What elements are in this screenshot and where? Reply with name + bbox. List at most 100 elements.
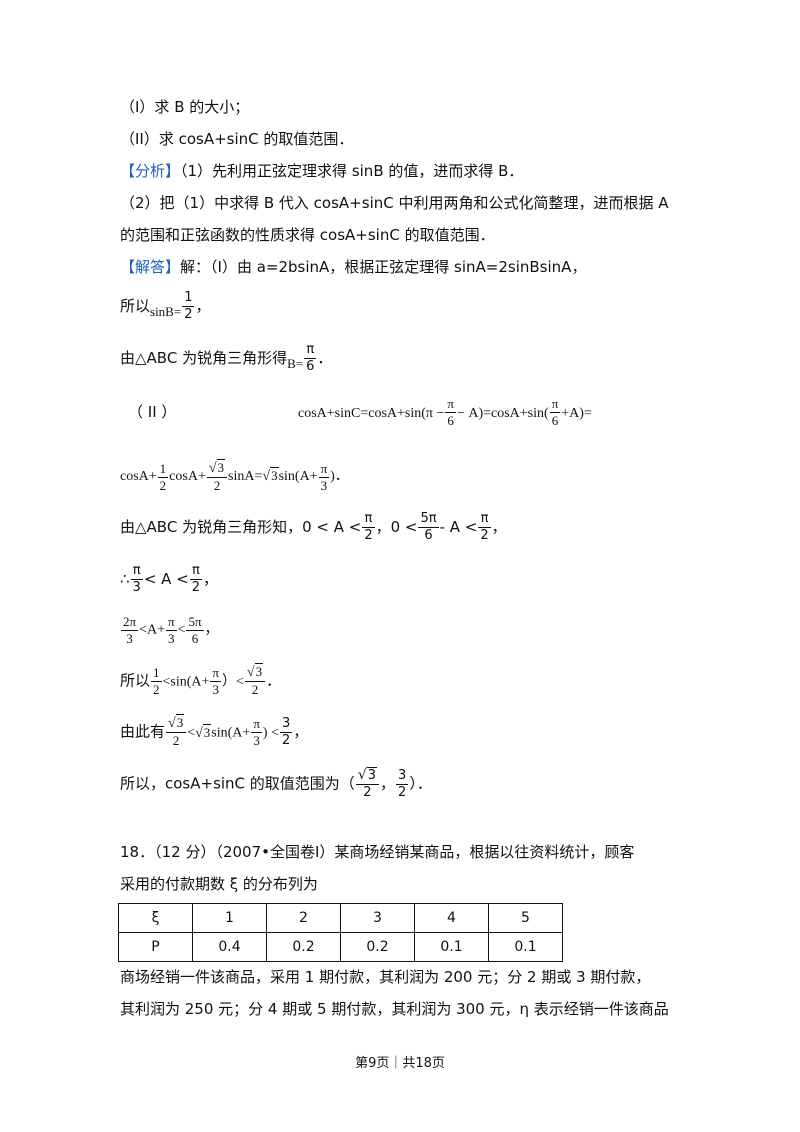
table-cell: 0.2 [340,932,415,962]
numerator: π [445,396,456,413]
sqrt: √3 [358,767,378,784]
math-text: <A+ [139,622,165,638]
table-cell: 1 [192,903,267,933]
math-text: sin(A+ [211,725,251,741]
table-cell: ξ [118,903,193,933]
math-text: sin(A+ [278,469,318,485]
math-text: ) < [262,725,279,741]
math-text: cosA+ [120,469,157,485]
math-text: sinB= [150,304,182,319]
text: ， [380,774,396,793]
denominator: 2 [213,478,221,493]
numerator: π [318,460,330,478]
numerator: π [362,511,375,528]
numerator: π [189,563,203,580]
analysis-line-3: 的范围和正弦函数的性质求得 cosA+sinC 的取值范围． [120,226,495,244]
distribution-table: ξ 1 2 3 4 5 P 0.4 0.2 0.2 0.1 0.1 [118,903,563,962]
numerator: π [304,342,317,359]
numerator: 3 [396,767,409,785]
numerator: π [210,664,221,682]
numerator: 2π [121,614,139,631]
denominator: 2 [364,528,373,543]
denominator: 3 [212,681,219,697]
text: 所以 [120,671,151,690]
table-row: ξ 1 2 3 4 5 [118,903,563,933]
answer-text-1: 解：（I）由 a=2bsinA，根据正弦定理得 sinA=2sinBsinA， [180,258,587,276]
denominator: 2 [480,528,489,543]
question-part-1: （I）求 B 的大小； [120,98,250,116]
text: 所以，cosA+sinC 的取值范围为（ [120,774,355,793]
numerator: 3 [279,715,293,733]
math-text: < [177,622,186,638]
text: 由△ABC 为锐角三角形得 [120,349,288,367]
math-text: +A)= [561,406,592,421]
text: ∴ [120,570,130,588]
math-text: cosA+ [169,469,206,485]
question-part-2: （II）求 cosA+sinC 的取值范围． [120,130,354,148]
table-cell: 0.4 [192,932,267,962]
denominator: 6 [447,413,454,428]
analysis-line-2: （2）把（1）中求得 B 代入 cosA+sinC 中利用两角和公式化简整理，进… [120,194,669,212]
table-cell: P [118,932,193,962]
table-cell: 0.2 [266,932,341,962]
text: ）． [409,774,432,793]
radicand: 3 [202,723,212,740]
math-text: B= [287,356,304,371]
numerator: π [549,396,561,413]
radicand: 3 [254,663,264,679]
denominator: 2 [251,682,259,697]
table-cell: 2 [266,903,341,933]
answer-line-1: 【解答】解：（I）由 a=2bsinA，根据正弦定理得 sinA=2sinBsi… [120,256,586,278]
text: ． [317,349,333,367]
denominator: 6 [424,528,433,543]
denominator: 6 [306,359,315,374]
denominator: 2 [184,307,193,322]
analysis-tag: 【分析】 [120,162,181,180]
sqrt: √3 [246,663,264,681]
denominator: 2 [363,785,372,800]
radicand: 3 [175,714,185,730]
problem-18-line-3: 商场经销一件该商品，采用 1 期付款，其利润为 200 元；分 2 期或 3 期… [120,968,651,986]
table-cell: 3 [340,903,415,933]
text: ， [293,722,309,741]
numerator: 5π [186,614,204,631]
denominator: 6 [191,631,199,646]
answer-tag: 【解答】 [120,258,181,276]
table-row: P 0.4 0.2 0.2 0.1 0.1 [118,932,563,962]
radicand: 3 [270,467,279,484]
text: - A < [439,518,478,536]
table-cell: 5 [488,903,563,933]
denominator: 2 [398,784,407,800]
text: 所以 [120,297,151,315]
denominator: 3 [168,631,175,646]
table-cell: 0.1 [414,932,489,962]
radical-sign: √ [246,665,255,680]
denominator: 2 [159,477,167,493]
numerator: π [478,511,491,528]
text: < A < [143,570,189,588]
numerator: 1 [151,664,162,682]
numerator: 1 [157,460,169,478]
problem-18-line-4: 其利润为 250 元；分 4 期或 5 期付款，其利润为 300 元，η 表示经… [120,1000,669,1018]
numerator: 5π [418,511,439,528]
